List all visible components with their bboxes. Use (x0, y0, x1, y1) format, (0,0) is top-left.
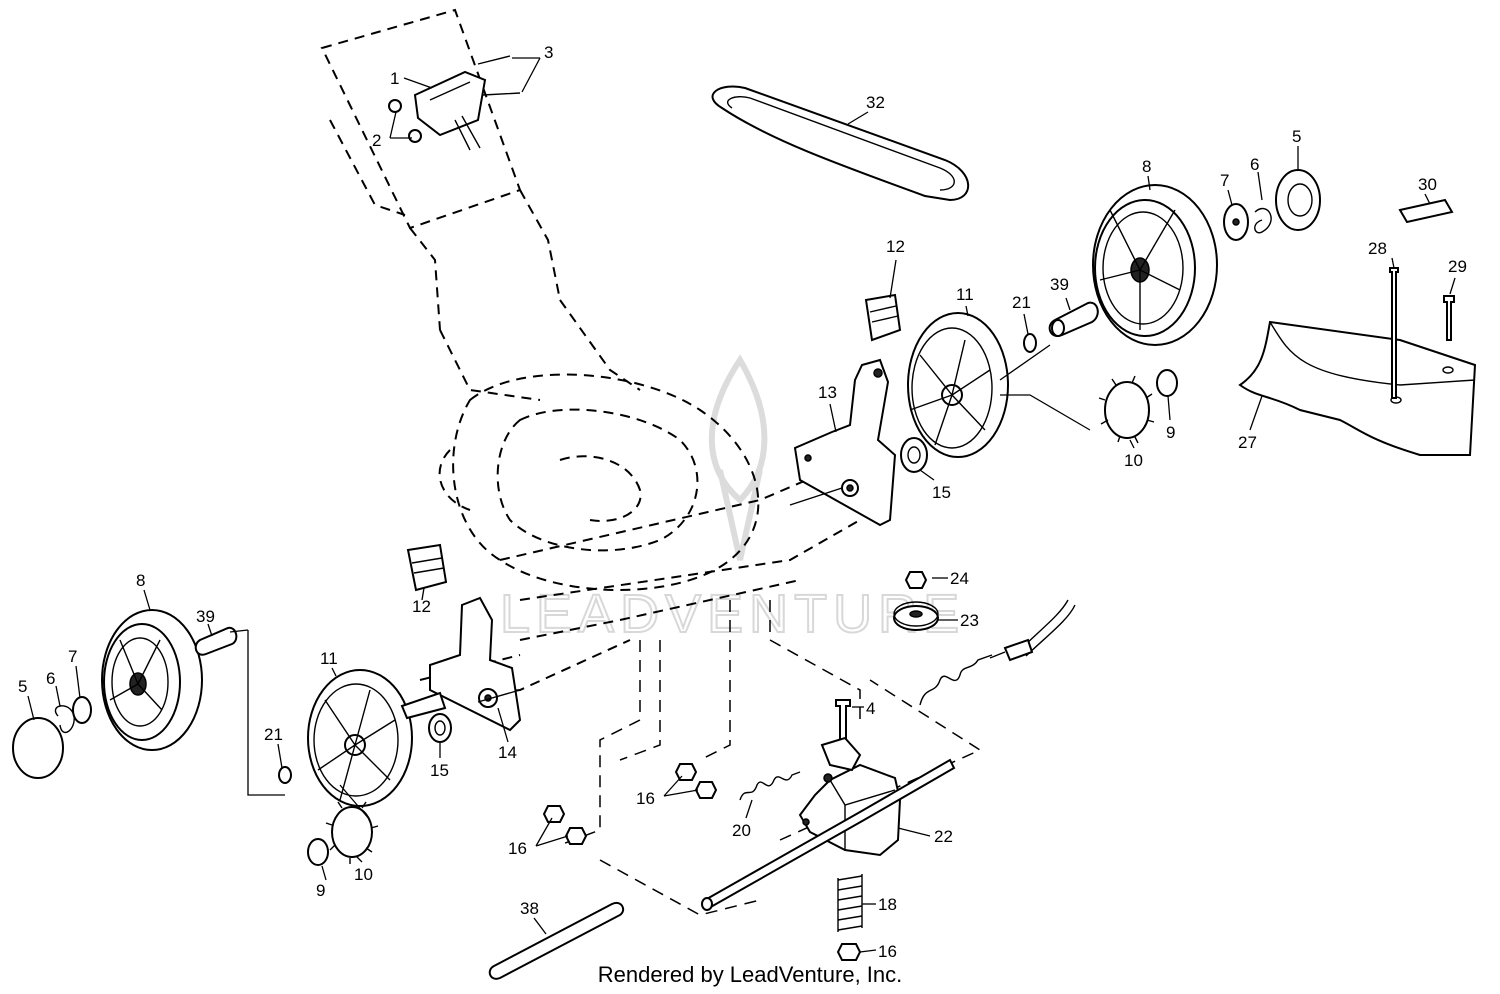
callout-16-middle: 16 (636, 789, 655, 808)
callout-23: 23 (960, 611, 979, 630)
callout-21-left: 21 (264, 725, 283, 744)
callout-12-left: 12 (412, 597, 431, 616)
rear-baffle-assembly (1238, 198, 1477, 456)
callout-15-left: 15 (430, 761, 449, 780)
handle-control-assembly (388, 55, 521, 151)
leader-lines (27, 57, 1456, 953)
callout-7: 7 (1220, 171, 1229, 190)
callout-29: 29 (1448, 257, 1467, 276)
callout-16-left: 16 (508, 839, 527, 858)
callout-28: 28 (1368, 239, 1387, 258)
callout-22: 22 (934, 827, 953, 846)
flame-logo-mark (708, 354, 768, 561)
callout-24: 24 (950, 569, 969, 588)
watermark-text: LEADVENTURE (500, 584, 965, 644)
callout-14: 14 (498, 743, 517, 762)
callout-21: 21 (1012, 293, 1031, 312)
callout-39: 39 (1050, 275, 1069, 294)
callout-10-left: 10 (354, 865, 373, 884)
callout-9: 9 (1166, 423, 1175, 442)
drive-belt (711, 85, 970, 202)
callout-38: 38 (520, 899, 539, 918)
callout-18: 18 (878, 895, 897, 914)
callout-2: 2 (372, 131, 381, 150)
callout-20: 20 (732, 821, 751, 840)
callout-4: 4 (866, 699, 875, 718)
callout-27: 27 (1238, 433, 1257, 452)
callout-labels: 1 2 3 32 5 6 7 8 30 28 29 12 11 21 39 13… (18, 43, 1467, 961)
render-credit: Rendered by LeadVenture, Inc. (597, 962, 903, 987)
left-wheel-assembly (12, 543, 522, 866)
callout-5: 5 (1292, 127, 1301, 146)
callout-7-left: 7 (68, 647, 77, 666)
callout-6-left: 6 (46, 669, 55, 688)
callout-11: 11 (956, 285, 974, 304)
callout-12: 12 (886, 237, 905, 256)
mower-deck-phantom-outline (320, 8, 982, 916)
callout-10: 10 (1124, 451, 1143, 470)
transmission-assembly (488, 571, 1076, 980)
callout-30: 30 (1418, 175, 1437, 194)
right-wheel-assembly (789, 169, 1321, 527)
callout-5-left: 5 (18, 677, 27, 696)
callout-6: 6 (1250, 155, 1259, 174)
watermark: LEADVENTURE (499, 354, 965, 645)
callout-8-left: 8 (136, 571, 145, 590)
callout-15: 15 (932, 483, 951, 502)
callout-32: 32 (866, 93, 885, 112)
callout-1: 1 (390, 69, 399, 88)
callout-16-bottom: 16 (878, 942, 897, 961)
callout-39-left: 39 (196, 607, 215, 626)
callout-3: 3 (544, 43, 553, 62)
callout-9-left: 9 (316, 881, 325, 900)
callout-8: 8 (1142, 157, 1151, 176)
callout-13: 13 (818, 383, 837, 402)
callout-11-left: 11 (320, 649, 338, 668)
